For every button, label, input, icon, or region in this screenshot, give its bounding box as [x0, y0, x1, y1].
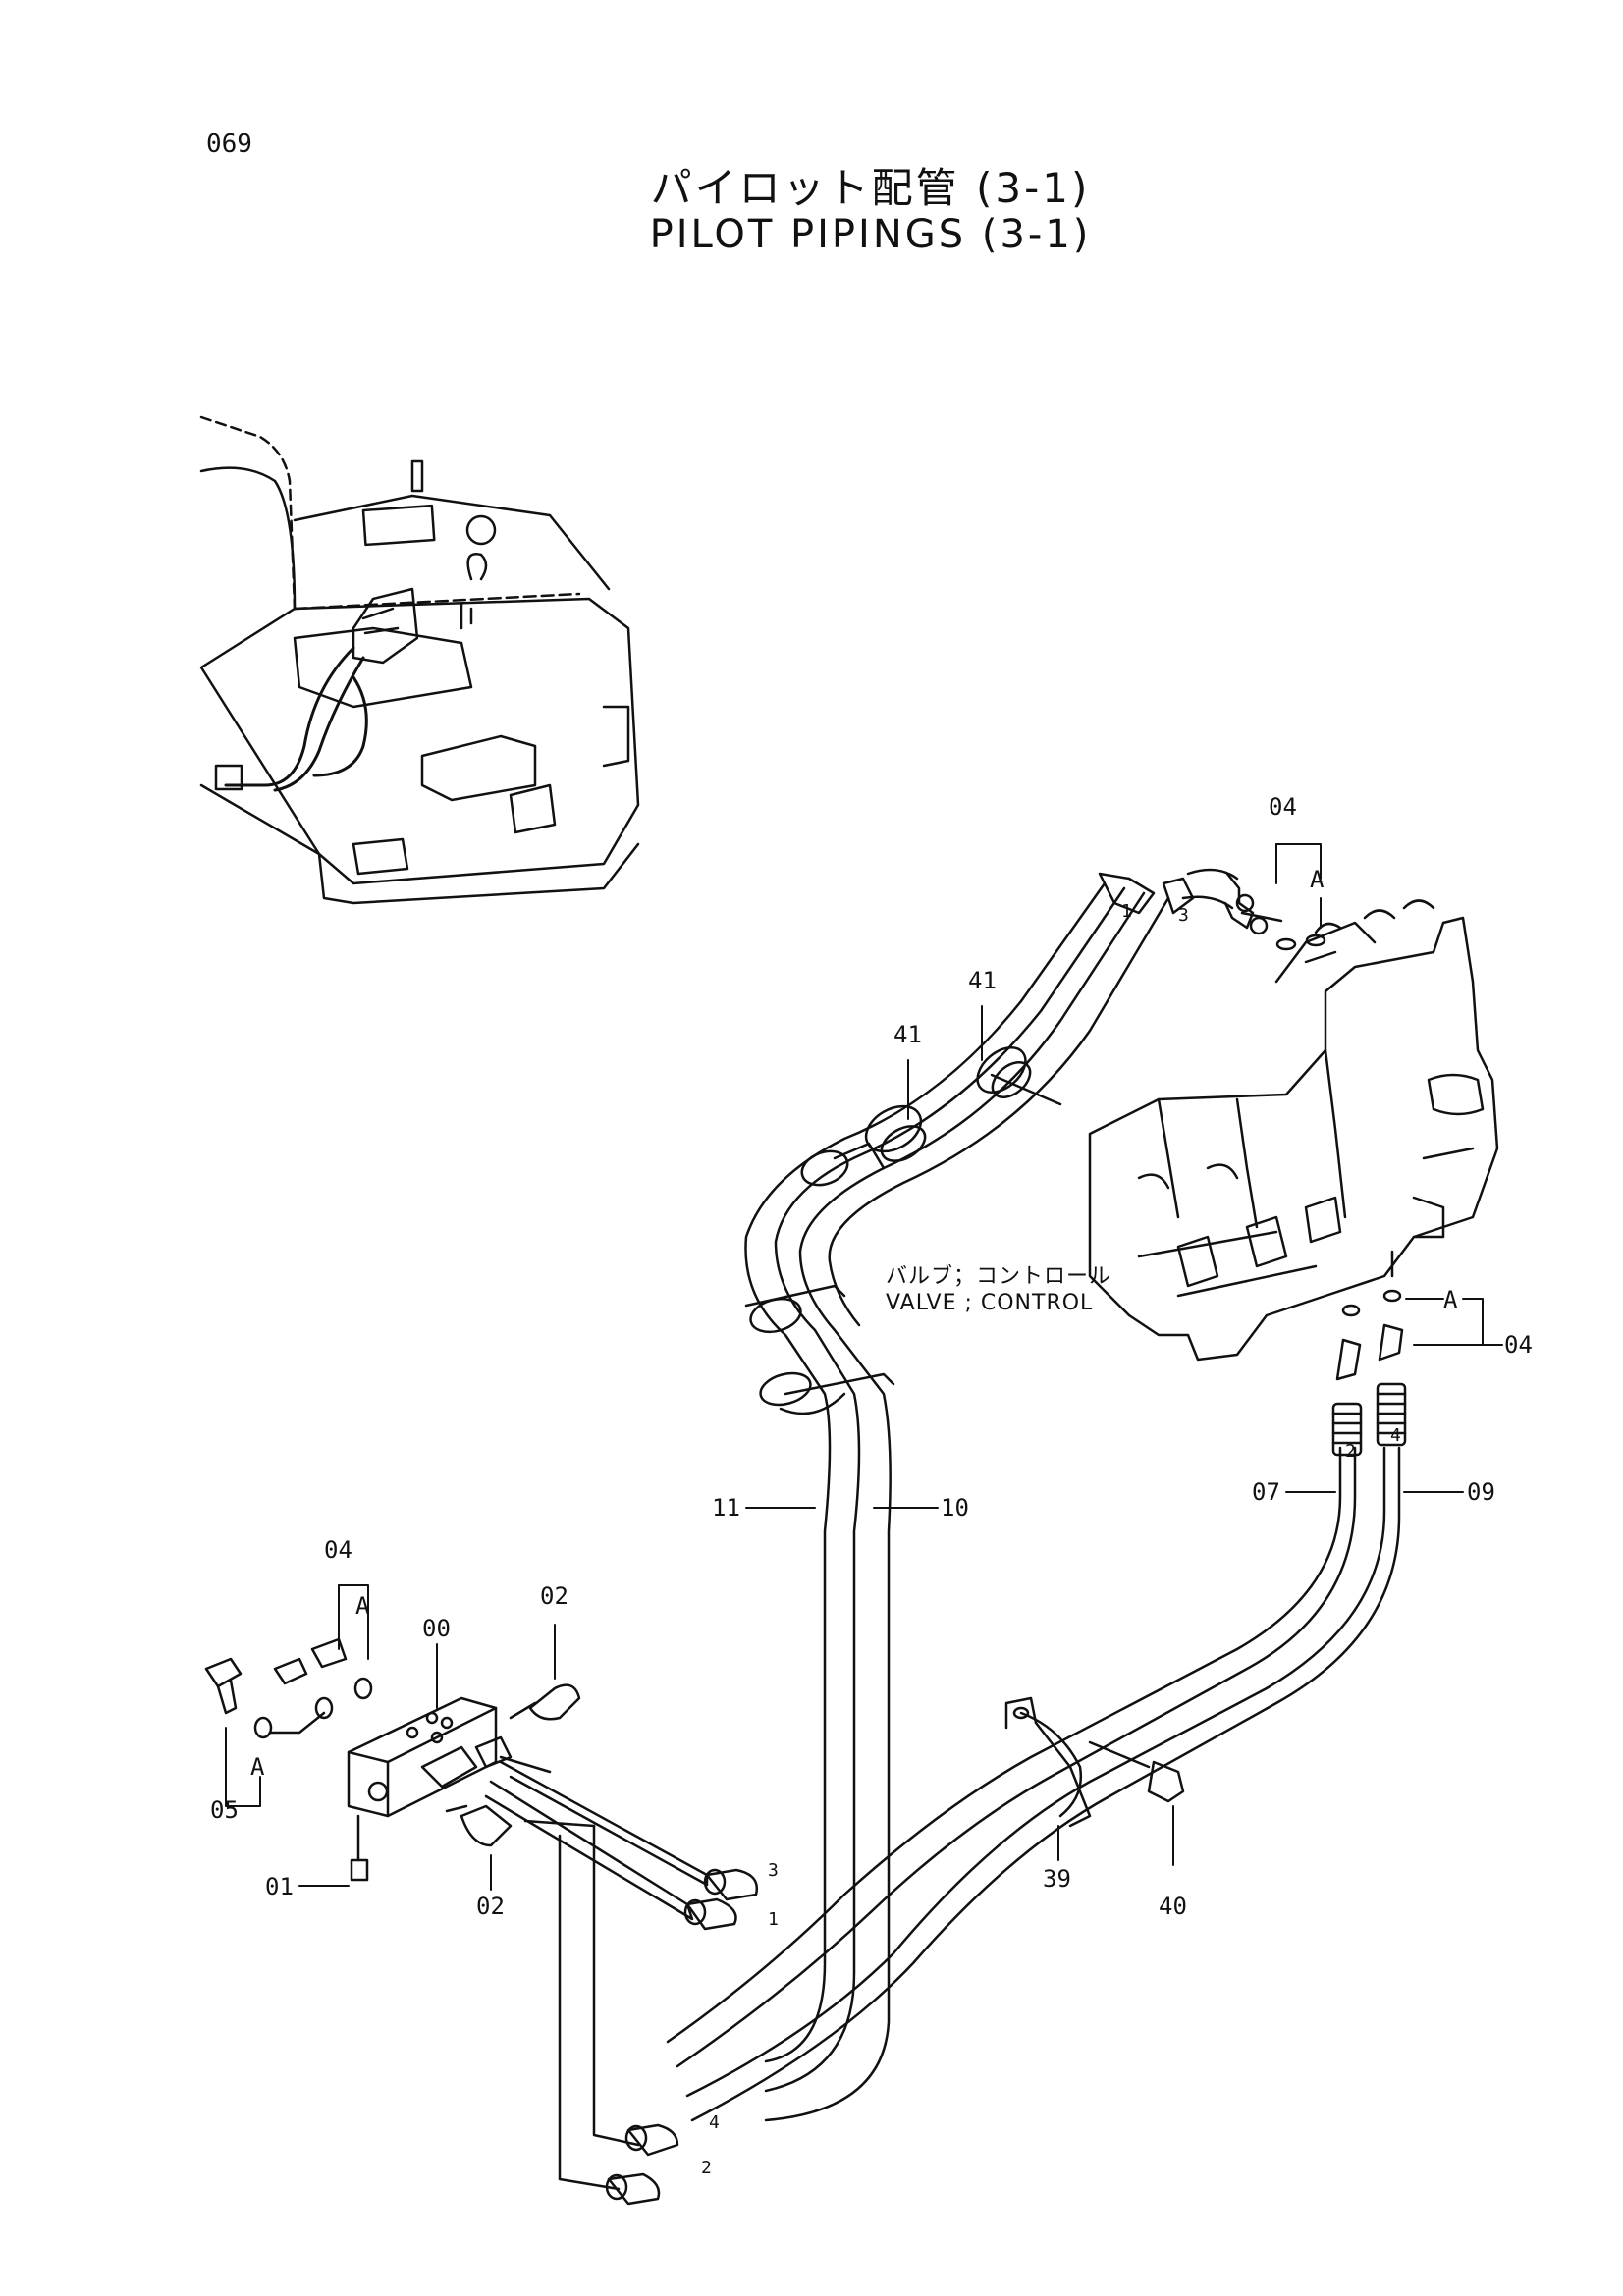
callout-40: 40	[1159, 1893, 1187, 1920]
callout-09: 09	[1467, 1478, 1495, 1506]
upper-hoses	[744, 868, 1269, 2122]
callout-41-a: 41	[968, 967, 997, 994]
title-japanese: パイロット配管 (3-1)	[650, 164, 1091, 212]
callout-04-left: 04	[324, 1536, 352, 1564]
hose-mark-3-top: 3	[1178, 905, 1189, 926]
callout-10: 10	[941, 1494, 969, 1522]
lower-hoses	[666, 1250, 1407, 2122]
hose-mark-3-mid: 3	[768, 1860, 779, 1881]
callout-11: 11	[712, 1494, 740, 1522]
page-number: 069	[206, 130, 252, 159]
callout-a-right: A	[1443, 1286, 1458, 1313]
hose-mark-2-right: 2	[1345, 1441, 1356, 1462]
callout-a-top: A	[1310, 866, 1325, 893]
control-valve	[1088, 872, 1499, 1362]
hose-mark-1-mid: 1	[768, 1909, 779, 1930]
callout-04-top: 04	[1269, 793, 1297, 821]
callout-02-top: 02	[540, 1582, 568, 1610]
leader-lines	[225, 843, 1503, 1891]
title-english: PILOT PIPINGS (3-1)	[649, 212, 1092, 257]
callout-05: 05	[210, 1796, 239, 1824]
callout-a-left-lower: A	[250, 1753, 265, 1781]
valve-label-english: VALVE ; CONTROL	[886, 1291, 1094, 1315]
callout-a-left-upper: A	[355, 1592, 370, 1620]
callout-07: 07	[1252, 1478, 1280, 1506]
callout-01: 01	[265, 1873, 294, 1900]
hose-mark-4-low: 4	[709, 2112, 720, 2133]
hose-mark-4-right: 4	[1390, 1425, 1401, 1446]
callout-41-b: 41	[893, 1021, 922, 1048]
machine-body-inset	[199, 415, 640, 905]
hose-mark-1-top: 1	[1121, 901, 1132, 922]
valve-block	[204, 1637, 759, 2206]
callout-00: 00	[422, 1615, 451, 1642]
valve-label-japanese: バルブ；コントロール	[886, 1264, 1112, 1289]
callout-02-bottom: 02	[476, 1893, 505, 1920]
callout-04-right: 04	[1504, 1331, 1533, 1359]
hose-mark-2-low: 2	[701, 2158, 712, 2178]
callout-39: 39	[1043, 1865, 1071, 1893]
